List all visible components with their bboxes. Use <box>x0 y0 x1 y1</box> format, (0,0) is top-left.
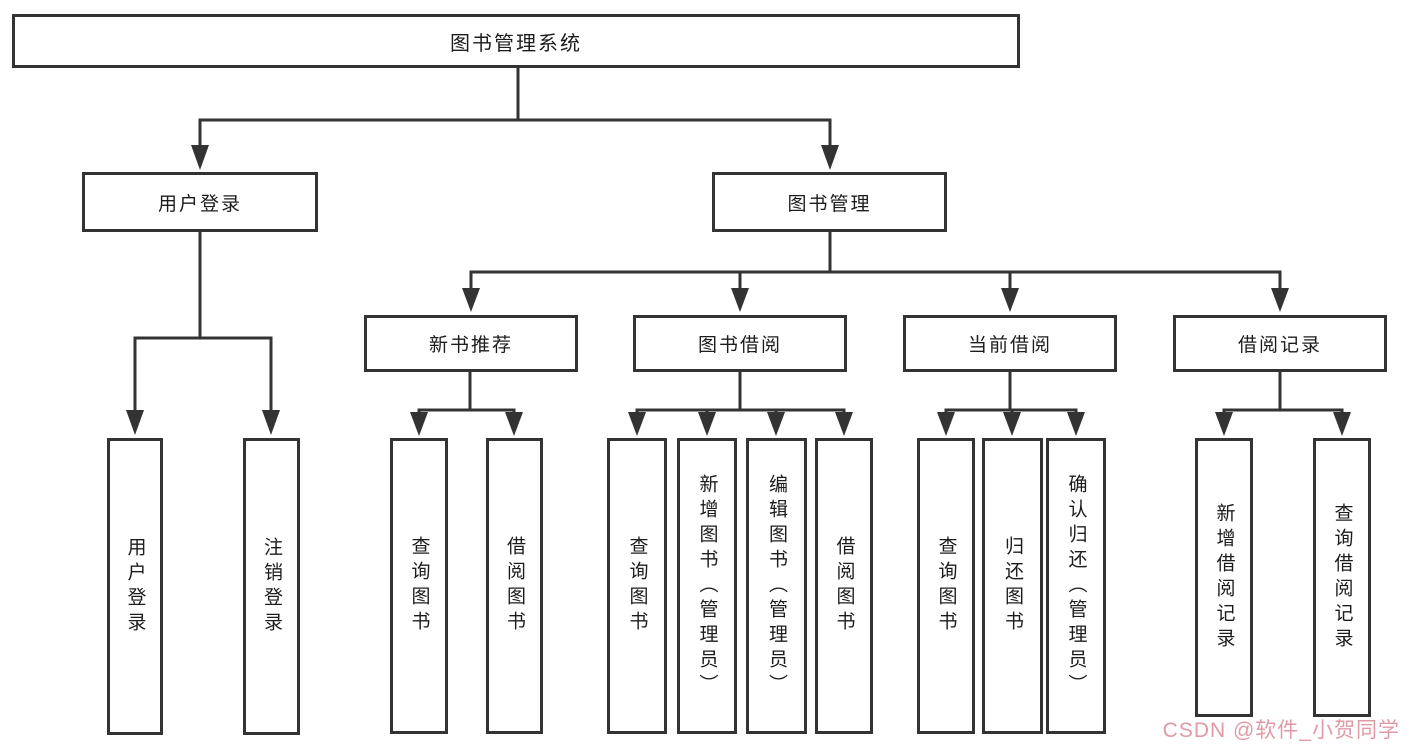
leaf-logout: 注销登录 <box>243 438 300 735</box>
leaf-records-add-record: 新增借阅记录 <box>1195 438 1253 717</box>
node-book-borrow: 图书借阅 <box>633 315 847 372</box>
leaf-user-login: 用户登录 <box>107 438 163 735</box>
leaf-current-confirm-return-admin: 确认归还（管理员） <box>1046 438 1106 734</box>
leaf-borrow-add-books-admin: 新增图书（管理员） <box>677 438 737 734</box>
arrowhead-icon <box>1067 412 1085 436</box>
arrowhead-icon <box>191 145 209 170</box>
leaf-current-return-books: 归还图书 <box>982 438 1043 734</box>
arrowhead-icon <box>410 412 428 436</box>
connector-current-to-leaves <box>937 370 1085 436</box>
leaf-borrow-borrow-books: 借阅图书 <box>815 438 873 734</box>
arrowhead-icon <box>1333 412 1351 436</box>
connector-borrow-to-leaves <box>628 370 853 436</box>
leaf-recommend-borrow-books: 借阅图书 <box>486 438 543 734</box>
leaf-recommend-query-books: 查询图书 <box>390 438 448 734</box>
arrowhead-icon <box>1003 412 1021 436</box>
leaf-borrow-query-books: 查询图书 <box>607 438 667 734</box>
arrowhead-icon <box>505 412 523 436</box>
leaf-current-query-books: 查询图书 <box>917 438 975 734</box>
connector-manage-to-level3 <box>462 230 1289 312</box>
connector-records-to-leaves <box>1215 370 1351 436</box>
connector-recommend-to-leaves <box>410 370 523 436</box>
connector-login-to-leaves <box>126 230 280 435</box>
arrowhead-icon <box>937 412 955 436</box>
arrowhead-icon <box>835 412 853 436</box>
arrowhead-icon <box>628 412 646 436</box>
arrowhead-icon <box>126 410 144 435</box>
node-book-management: 图书管理 <box>712 172 947 232</box>
arrowhead-icon <box>821 145 839 170</box>
node-user-login: 用户登录 <box>82 172 318 232</box>
watermark: CSDN @软件_小贺同学 <box>1162 719 1400 742</box>
node-current-borrow: 当前借阅 <box>903 315 1117 372</box>
node-root: 图书管理系统 <box>12 14 1020 68</box>
leaf-borrow-edit-books-admin: 编辑图书（管理员） <box>746 438 807 734</box>
arrowhead-icon <box>1271 288 1289 312</box>
arrowhead-icon <box>1001 288 1019 312</box>
arrowhead-icon <box>1215 412 1233 436</box>
arrowhead-icon <box>731 288 749 312</box>
arrowhead-icon <box>262 410 280 435</box>
connector-root-to-level2 <box>191 66 839 170</box>
node-borrow-records: 借阅记录 <box>1173 315 1387 372</box>
node-new-book-recommend: 新书推荐 <box>364 315 578 372</box>
arrowhead-icon <box>698 412 716 436</box>
arrowhead-icon <box>462 288 480 312</box>
arrowhead-icon <box>767 412 785 436</box>
leaf-records-query-record: 查询借阅记录 <box>1313 438 1371 717</box>
